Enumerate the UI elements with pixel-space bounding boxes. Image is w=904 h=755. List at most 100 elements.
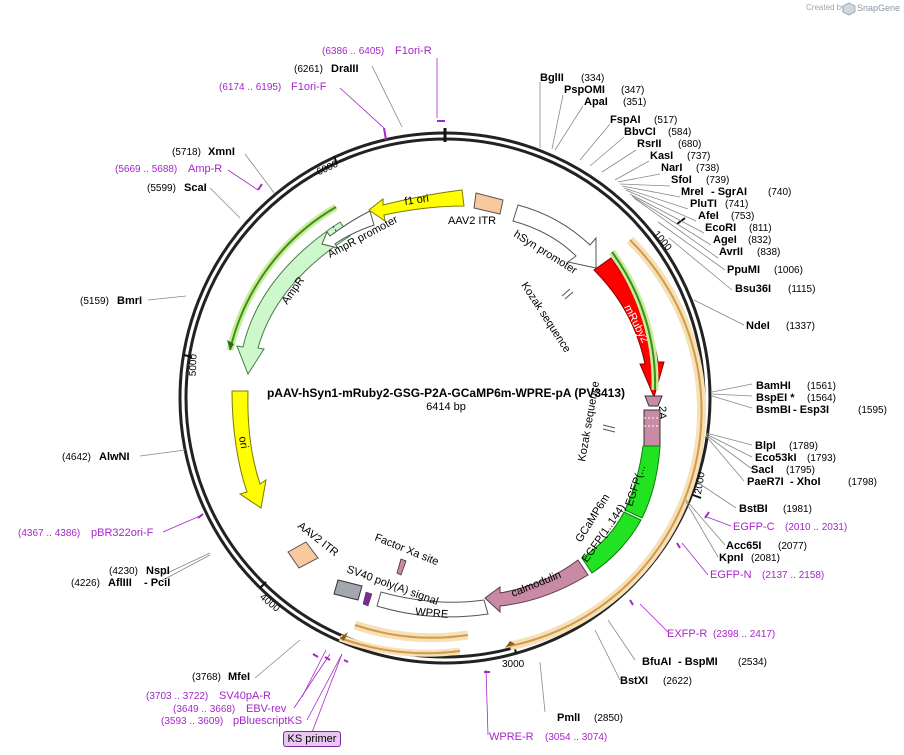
enzyme-label[interactable]: RsrII — [637, 138, 661, 150]
enzyme-label[interactable]: BspEI * — [756, 392, 795, 404]
enzyme-label-extra[interactable]: - XhoI — [790, 476, 821, 488]
primer-label[interactable]: pBR322ori-F — [91, 527, 154, 539]
enzyme-pos: (737) — [687, 151, 710, 162]
enzyme-label[interactable]: BstBI — [739, 503, 768, 515]
enzyme-pos: (838) — [757, 247, 780, 258]
enzyme-label[interactable]: PpuMI — [727, 264, 760, 276]
primer-label[interactable]: EBV-rev — [246, 703, 287, 715]
enzyme-label[interactable]: PmlI — [557, 712, 580, 724]
enzyme-pos: (680) — [678, 139, 701, 150]
enzyme-pos: (741) — [725, 199, 748, 210]
enzyme-pos: (739) — [706, 175, 729, 186]
enzyme-label[interactable]: NarI — [661, 162, 682, 174]
enzyme-label[interactable]: BbvCI — [624, 126, 656, 138]
enzyme-label[interactable]: AvrII — [719, 246, 743, 258]
enzyme-label[interactable]: KpnI — [719, 552, 743, 564]
enzyme-label[interactable]: MfeI — [228, 671, 250, 683]
enzyme-label[interactable]: MreI — [681, 186, 704, 198]
enzyme-label-extra[interactable]: - PciI — [144, 577, 170, 589]
enzyme-label[interactable]: AfeI — [698, 210, 719, 222]
tick-label-5000: 5000 — [188, 353, 200, 376]
ori-shape[interactable] — [231, 390, 267, 509]
enzyme-pos: (1795) — [786, 465, 815, 476]
wpre-shape[interactable] — [376, 591, 489, 618]
enzyme-label[interactable]: AlwNI — [99, 451, 130, 463]
enzyme-label[interactable]: PluTI — [690, 198, 717, 210]
enzyme-pos: (5718) — [172, 147, 201, 158]
enzyme-label[interactable]: AflIII — [108, 577, 132, 589]
enzyme-label[interactable]: SfoI — [671, 174, 692, 186]
enzyme-label[interactable]: BlpI — [755, 440, 776, 452]
enzyme-pos: (1564) — [807, 393, 836, 404]
calmodulin-shape[interactable] — [484, 559, 589, 614]
gcamp-linker-shape[interactable] — [643, 409, 661, 447]
enzyme-label[interactable]: BglII — [540, 72, 564, 84]
enzyme-label[interactable]: BmrI — [117, 295, 142, 307]
enzyme-pos: (5159) — [80, 296, 109, 307]
enzyme-label[interactable]: DraIII — [331, 63, 359, 75]
enzyme-label[interactable]: SacI — [751, 464, 774, 476]
enzyme-label[interactable]: FspAI — [610, 114, 641, 126]
enzyme-label[interactable]: PaeR7I — [747, 476, 784, 488]
primer-label[interactable]: EGFP-C — [733, 521, 775, 533]
enzyme-label[interactable]: PspOMI — [564, 84, 605, 96]
enzyme-pos: (4642) — [62, 452, 91, 463]
enzyme-label[interactable]: XmnI — [208, 146, 235, 158]
f1-ori-shape[interactable] — [368, 189, 465, 223]
p2a-shape[interactable] — [644, 395, 663, 407]
primer-label[interactable]: EGFP-N — [710, 569, 752, 581]
enzyme-label[interactable]: Eco53kI — [755, 452, 797, 464]
enzyme-label[interactable]: Bsu36I — [735, 283, 771, 295]
enzyme-label[interactable]: BsmBI — [756, 404, 791, 416]
enzyme-label-extra[interactable]: - SgrAI — [711, 186, 747, 198]
enzyme-label-extra[interactable]: - BspMI — [678, 656, 718, 668]
enzyme-label[interactable]: BamHI — [756, 380, 791, 392]
egfp-top-shape[interactable] — [624, 445, 661, 519]
enzyme-pos: (1595) — [858, 405, 887, 416]
enzyme-label[interactable]: BstXI — [620, 675, 648, 687]
enzyme-pos: (811) — [749, 223, 772, 234]
enzyme-pos: (2081) — [751, 553, 780, 564]
enzyme-label[interactable]: NdeI — [746, 320, 770, 332]
enzyme-label[interactable]: ApaI — [584, 96, 608, 108]
aav2-itr-top-shape[interactable] — [473, 192, 504, 215]
snapgene-brand: SnapGene — [857, 3, 900, 13]
enzyme-pos: (351) — [623, 97, 646, 108]
enzyme-label[interactable]: KasI — [650, 150, 673, 162]
tick-label-6000: 6000 — [315, 159, 340, 179]
primer-label[interactable]: WPRE-R — [489, 731, 534, 743]
sv40-shape[interactable] — [333, 579, 363, 601]
tick-label-3000: 3000 — [502, 659, 525, 670]
primer-label[interactable]: pBluescriptKS — [233, 715, 302, 727]
primer-label[interactable]: EXFP-R — [667, 628, 707, 640]
enzyme-label[interactable]: Acc65I — [726, 540, 761, 552]
aav2-itr-bottom-shape[interactable] — [287, 541, 319, 569]
ampr-promoter-shape[interactable] — [321, 210, 375, 249]
enzyme-label[interactable]: AgeI — [713, 234, 737, 246]
primer-label[interactable]: F1ori-F — [291, 81, 327, 93]
primer-label[interactable]: Amp-R — [188, 163, 222, 175]
enzyme-pos: (2850) — [594, 713, 623, 724]
enzyme-label-extra[interactable]: - Esp3I — [793, 404, 829, 416]
factor-xa-label: Factor Xa site — [373, 532, 440, 569]
enzyme-pos: (2534) — [738, 657, 767, 668]
enzyme-leaders — [139, 65, 753, 713]
factor-xa-shape[interactable] — [396, 558, 407, 576]
enzyme-label[interactable]: ScaI — [184, 182, 207, 194]
enzyme-label[interactable]: NspI — [146, 565, 170, 577]
ks-primer-badge[interactable]: KS primer — [283, 731, 341, 747]
primer-label[interactable]: SV40pA-R — [219, 690, 271, 702]
primer-label[interactable]: F1ori-R — [395, 45, 432, 57]
enzyme-pos: (1115) — [788, 284, 815, 295]
enzyme-pos: (3768) — [192, 672, 221, 683]
enzyme-label[interactable]: BfuAI — [642, 656, 671, 668]
enzyme-pos: (832) — [748, 235, 771, 246]
primer-pos: (2398 .. 2417) — [713, 629, 775, 640]
enzyme-label[interactable]: EcoRI — [705, 222, 736, 234]
primer-pos: (3649 .. 3668) — [173, 704, 235, 715]
egfp-bottom-shape[interactable] — [581, 511, 642, 574]
enzyme-pos: (753) — [731, 211, 754, 222]
enzyme-pos: (1793) — [807, 453, 836, 464]
primer-pos: (2010 .. 2031) — [785, 522, 847, 533]
credit-text: Created by — [806, 3, 845, 12]
